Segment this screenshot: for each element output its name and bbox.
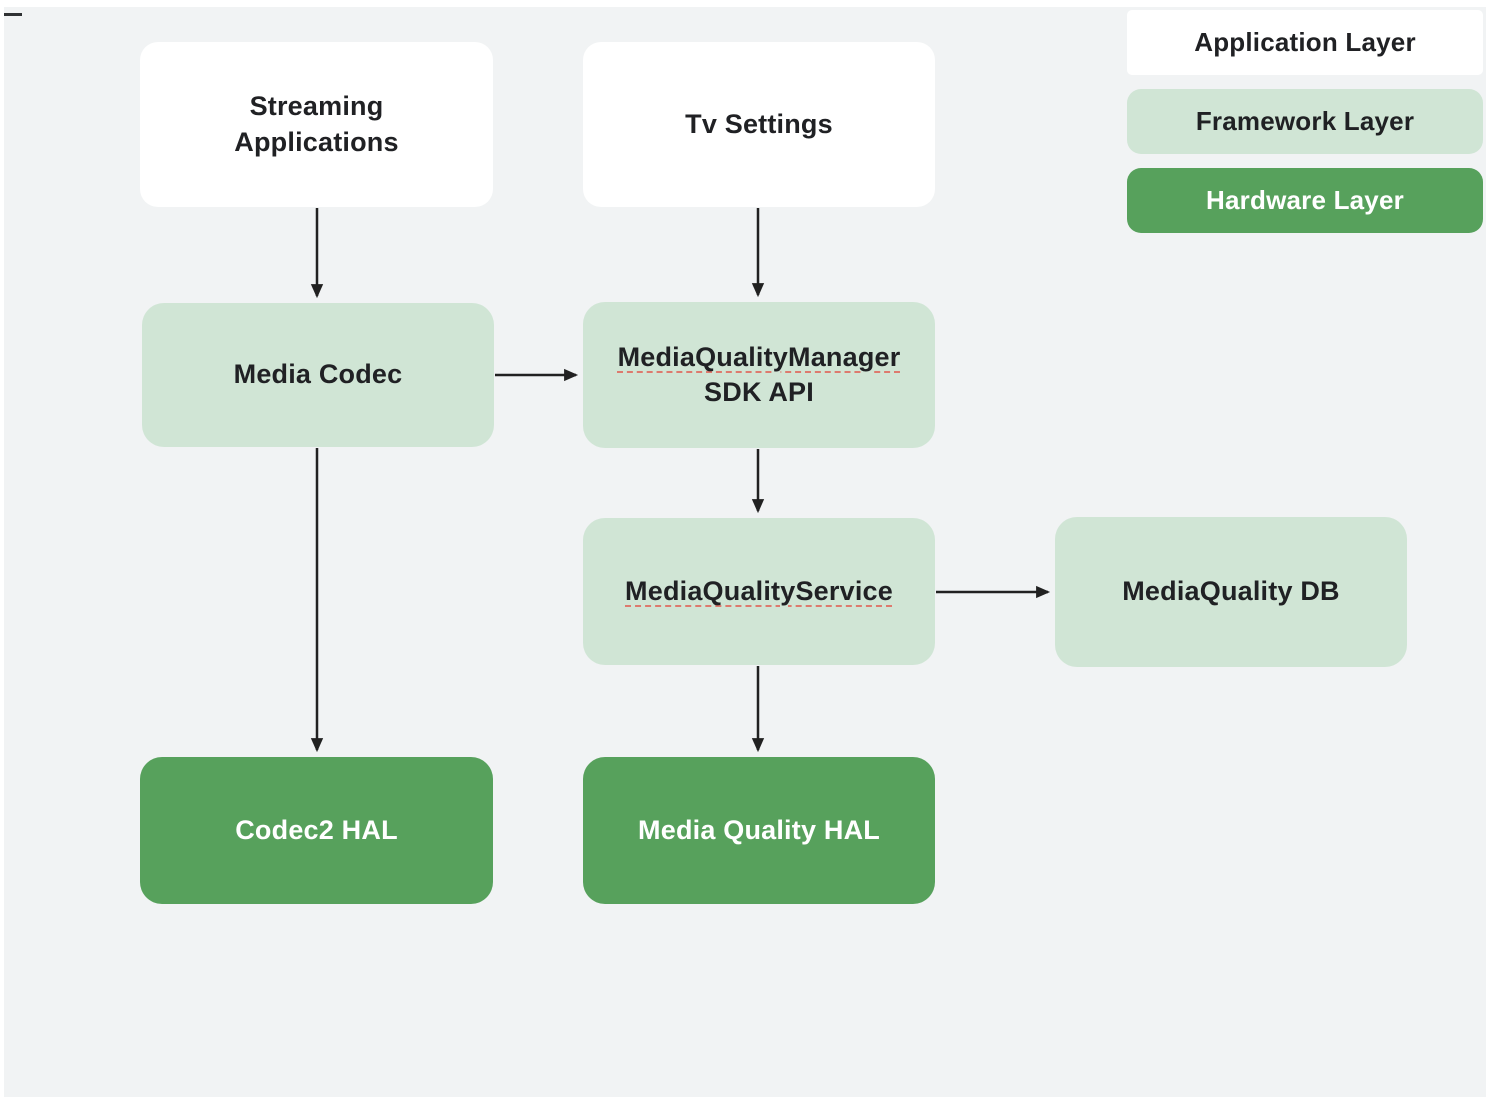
node-label: Media Quality HAL — [638, 814, 880, 845]
node-label: MediaQuality DB — [1122, 576, 1340, 607]
top-left-edge-artifact — [4, 13, 22, 16]
layer-legend: Application Layer Framework Layer Hardwa… — [1127, 10, 1483, 247]
node-label: Media Codec — [233, 359, 403, 390]
node-label: Codec2 HAL — [235, 814, 398, 845]
legend-label: Hardware Layer — [1206, 185, 1404, 215]
node-label: MediaQualityService — [625, 575, 893, 606]
legend-hardware-layer: Hardware Layer — [1127, 168, 1483, 233]
node-mediaqualitymanager-sdk-api: MediaQualityManager SDK API — [583, 302, 935, 448]
node-label: MediaQualityManager SDK API — [618, 340, 901, 410]
node-mediaqualityservice: MediaQualityService — [583, 518, 935, 665]
legend-label: Framework Layer — [1195, 106, 1415, 136]
legend-label: Application Layer — [1194, 27, 1416, 57]
legend-framework-layer: Framework Layer — [1127, 89, 1483, 154]
legend-application-layer: Application Layer — [1127, 10, 1483, 75]
node-tv-settings: Tv Settings — [583, 42, 935, 207]
node-label: Streaming Applications — [234, 91, 399, 157]
node-label-line2: SDK API — [704, 377, 814, 407]
node-label: Tv Settings — [685, 108, 833, 139]
node-media-codec: Media Codec — [142, 303, 494, 447]
node-codec2-hal: Codec2 HAL — [140, 757, 493, 904]
node-mediaquality-db: MediaQuality DB — [1055, 517, 1407, 667]
node-streaming-applications: Streaming Applications — [140, 42, 493, 207]
node-label-line1: MediaQualityManager — [617, 341, 901, 372]
node-media-quality-hal: Media Quality HAL — [583, 757, 935, 904]
